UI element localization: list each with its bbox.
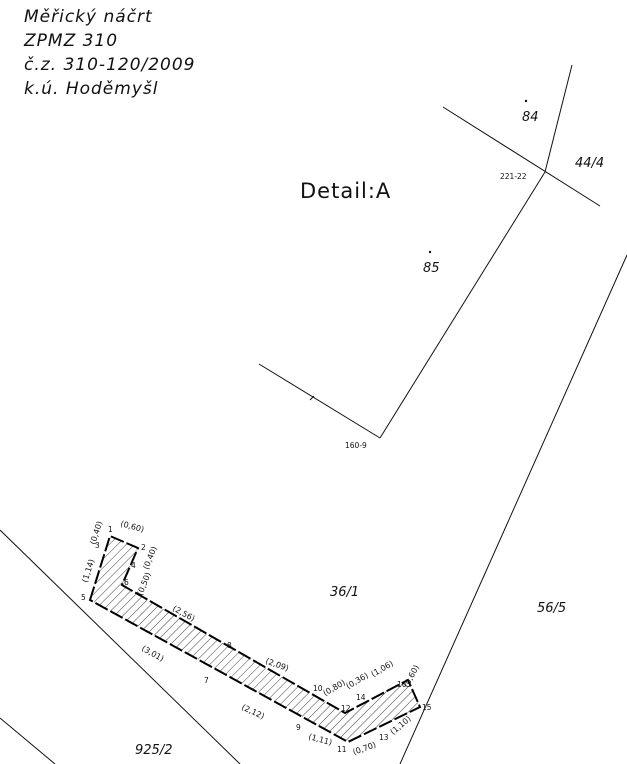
boundary-line-160-9 <box>258 363 381 439</box>
road-edge-upper <box>0 529 241 764</box>
point-11: 11 <box>337 745 347 754</box>
measure-2-12: (2,12) <box>240 703 266 721</box>
boundary-line-diagonal <box>379 171 546 439</box>
measure-0-50: (0,50) <box>136 571 153 597</box>
benchmark-221-22: 221-22 <box>500 172 527 181</box>
measure-0-60: (0,60) <box>119 519 145 534</box>
road-edge-lower <box>0 717 56 764</box>
point-4: 4 <box>131 561 136 570</box>
point-14: 14 <box>356 693 366 702</box>
point-1: 1 <box>108 525 113 534</box>
point-15: 15 <box>422 703 432 712</box>
point-6: 6 <box>124 578 129 587</box>
parcel-44-4: 44/4 <box>575 156 604 171</box>
point-16: 16 <box>397 680 407 689</box>
point-13: 13 <box>379 733 389 742</box>
sketch-title: Měřický náčrt <box>24 7 153 27</box>
point-marker-84 <box>524 99 528 103</box>
point-marker-85 <box>428 250 432 254</box>
detail-label: Detail:A <box>300 179 391 203</box>
boundary-line-north <box>544 64 573 173</box>
measure-1-06: (1,06) <box>370 659 395 679</box>
building-hatch <box>90 536 420 742</box>
building-outline <box>88 534 422 744</box>
parcel-925-2: 925/2 <box>135 743 172 758</box>
boundary-tick <box>309 395 315 401</box>
point-12: 12 <box>341 704 351 713</box>
measure-3-01: (3,01) <box>140 644 165 664</box>
measure-1-11: (1,11) <box>307 732 333 747</box>
point-3: 3 <box>95 541 100 550</box>
point-2: 2 <box>141 543 146 552</box>
measure-0-60-b: (0,60) <box>402 663 421 688</box>
parcel-84: 84 <box>522 110 539 125</box>
boundary-line-44-4 <box>442 106 601 207</box>
zpmz-number: ZPMZ 310 <box>23 31 118 51</box>
measure-0-40-a: (0,40) <box>88 520 104 546</box>
order-number: č.z. 310-120/2009 <box>24 55 196 75</box>
parcel-36-1: 36/1 <box>330 585 359 600</box>
point-5: 5 <box>81 593 86 602</box>
measure-0-80: (0,80) <box>322 678 347 698</box>
point-10: 10 <box>313 684 323 693</box>
parcel-85: 85 <box>423 261 440 276</box>
point-9: 9 <box>296 723 301 732</box>
cadastral-area: k.ú. Hoděmyšl <box>24 79 158 99</box>
boundary-line-east <box>399 254 627 764</box>
benchmark-160-9: 160-9 <box>345 441 367 450</box>
point-7: 7 <box>204 676 209 685</box>
measure-0-70: (0,70) <box>352 740 378 757</box>
measure-1-14: (1,14) <box>80 558 96 584</box>
point-8: 8 <box>227 641 232 650</box>
parcel-56-5: 56/5 <box>537 601 566 616</box>
measure-0-36: (0,36) <box>345 671 370 691</box>
